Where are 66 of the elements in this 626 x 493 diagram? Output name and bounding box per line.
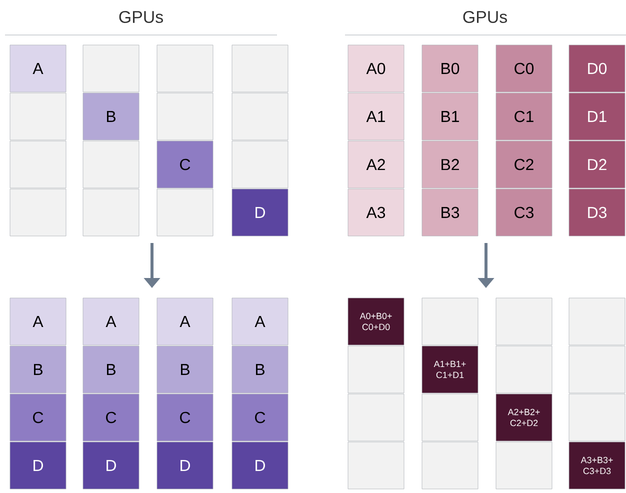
empty-cell <box>10 92 66 140</box>
memory-cell: B3 <box>422 188 478 236</box>
memory-cell: B <box>10 346 66 394</box>
empty-cell <box>568 346 626 394</box>
memory-cell: D2 <box>568 140 626 188</box>
memory-cell: D <box>82 442 140 490</box>
empty-cell <box>156 188 214 236</box>
memory-cell: A1 <box>348 92 404 140</box>
memory-cell: B0 <box>422 44 478 92</box>
empty-cell <box>496 298 552 346</box>
memory-cell: A1+B1+ C1+D1 <box>422 346 478 394</box>
empty-cell <box>82 140 140 188</box>
column-header: GPUs <box>463 11 507 23</box>
empty-cell <box>10 188 66 236</box>
empty-cell <box>82 44 140 92</box>
empty-cell <box>348 346 404 394</box>
empty-cell <box>496 346 552 394</box>
empty-cell <box>422 298 478 346</box>
memory-cell: B <box>156 346 214 394</box>
memory-cell: D0 <box>568 44 626 92</box>
memory-cell: C2 <box>496 140 552 188</box>
memory-cell: C1 <box>496 92 552 140</box>
empty-cell <box>348 394 404 442</box>
empty-cell <box>82 188 140 236</box>
memory-cell: C0 <box>496 44 552 92</box>
memory-cell: D <box>232 188 288 236</box>
memory-cell: B2 <box>422 140 478 188</box>
empty-cell <box>496 442 552 490</box>
memory-cell: A0+B0+ C0+D0 <box>348 298 404 346</box>
memory-cell: B1 <box>422 92 478 140</box>
empty-cell <box>10 140 66 188</box>
memory-cell: C <box>232 394 288 442</box>
memory-cell: A0 <box>348 44 404 92</box>
memory-cell: C <box>156 394 214 442</box>
memory-cell: A2 <box>348 140 404 188</box>
empty-cell <box>348 442 404 490</box>
memory-cell: A <box>10 298 66 346</box>
memory-cell: C <box>156 140 214 188</box>
memory-cell: C <box>82 394 140 442</box>
memory-cell: D <box>156 442 214 490</box>
memory-cell: B <box>82 346 140 394</box>
memory-cell: A2+B2+ C2+D2 <box>496 394 552 442</box>
memory-cell: C3 <box>496 188 552 236</box>
memory-cell: A <box>156 298 214 346</box>
memory-cell: D <box>232 442 288 490</box>
empty-cell <box>232 44 288 92</box>
column-header: GPUs <box>119 11 163 23</box>
memory-cell: B <box>82 92 140 140</box>
memory-cell: D3 <box>568 188 626 236</box>
memory-cell: A <box>232 298 288 346</box>
memory-cell: D <box>10 442 66 490</box>
empty-cell <box>156 44 214 92</box>
empty-cell <box>232 92 288 140</box>
memory-cell: A <box>10 44 66 92</box>
memory-cell: C <box>10 394 66 442</box>
empty-cell <box>156 92 214 140</box>
memory-cell: B <box>232 346 288 394</box>
memory-cell: A3 <box>348 188 404 236</box>
empty-cell <box>422 442 478 490</box>
memory-cell: D1 <box>568 92 626 140</box>
empty-cell <box>232 140 288 188</box>
memory-cell: A <box>82 298 140 346</box>
empty-cell <box>422 394 478 442</box>
empty-cell <box>568 298 626 346</box>
memory-cell: A3+B3+ C3+D3 <box>568 442 626 490</box>
empty-cell <box>568 394 626 442</box>
